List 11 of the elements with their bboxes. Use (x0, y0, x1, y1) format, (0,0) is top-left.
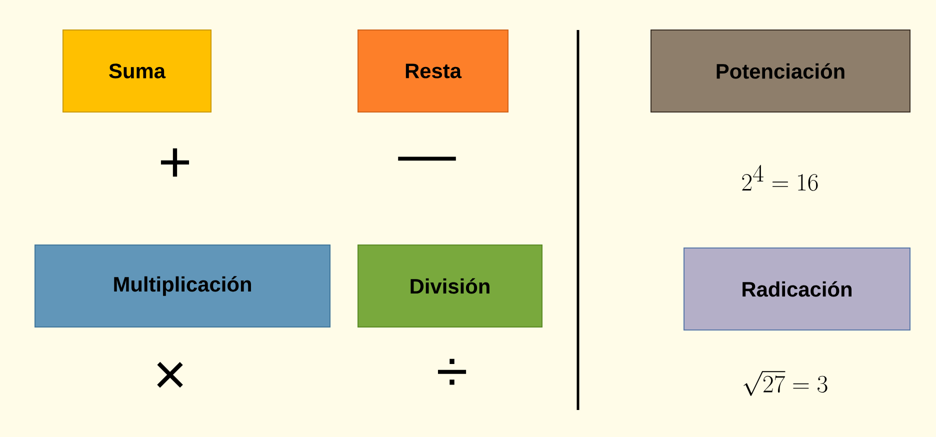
operation-box: Resta (358, 30, 508, 112)
operator-symbol: + (160, 148, 190, 177)
operator-symbol: ÷ (438, 358, 466, 385)
operation-box: Suma (62, 30, 212, 112)
formula: $2^{4} = 16$ (742, 164, 818, 191)
operation-box: División (358, 244, 542, 328)
formula: $\sqrt{27} = 3$ (744, 371, 828, 396)
operation-box: Radicación (684, 248, 910, 330)
operator-symbol: — (398, 156, 456, 161)
operation-box: Multiplicación (34, 244, 330, 328)
operation-box: Potenciación (650, 30, 910, 112)
